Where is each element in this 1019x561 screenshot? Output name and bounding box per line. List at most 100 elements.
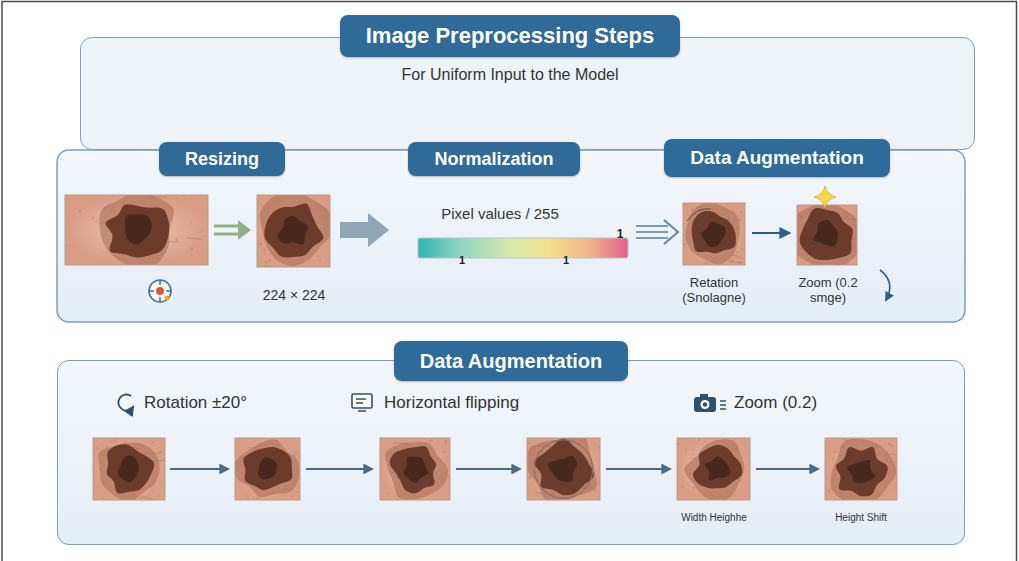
lesion-core [813, 220, 838, 246]
image-border [677, 438, 750, 500]
skin-texture [684, 204, 686, 206]
image-caption: Height Shift [835, 512, 887, 523]
skin-texture [388, 493, 390, 495]
skin-texture [190, 247, 193, 250]
hair [728, 261, 742, 263]
skin-texture [741, 248, 744, 251]
drawing-part [694, 397, 716, 412]
arrow [456, 468, 520, 470]
lesion-halo [99, 195, 173, 265]
augmentation-panel: Data Augmentation [57, 360, 965, 545]
lesion-core [698, 219, 728, 250]
skin-texture [247, 497, 250, 500]
image-border [825, 438, 897, 500]
lesion [238, 442, 297, 494]
image-caption: Zoom (0.2 smge) [786, 276, 870, 306]
skin-texture [832, 458, 835, 461]
monitor-icon [352, 394, 372, 411]
skin-texture [269, 259, 271, 261]
skin-texture [95, 220, 97, 222]
camera-icon [694, 394, 726, 412]
skin-image [235, 438, 300, 500]
lesion [693, 445, 742, 489]
skin-texture [382, 441, 383, 442]
colorbar [418, 238, 628, 258]
image-border [683, 203, 745, 265]
skin-texture [319, 259, 321, 261]
skin-texture [94, 483, 95, 484]
skin-image [527, 438, 600, 500]
drawing-part [700, 394, 708, 398]
lesion [684, 207, 743, 264]
lesion [800, 208, 853, 260]
image-border [797, 205, 857, 265]
skin-image [683, 203, 745, 265]
title-pill: Image Preprocessing Steps [340, 15, 681, 57]
lesion-core [254, 455, 280, 481]
lesion [534, 438, 594, 495]
skin-texture [151, 489, 153, 491]
drawing-part [636, 231, 668, 233]
step-title: Data Augmentation [690, 147, 863, 169]
skin-image [65, 195, 208, 265]
skin-texture [200, 230, 202, 232]
skin-texture [102, 497, 104, 499]
image-border [380, 438, 450, 500]
image-border [65, 195, 208, 265]
skin-image [797, 205, 857, 265]
skin-texture [888, 443, 891, 446]
target-icon [149, 280, 171, 302]
zoom-ring [534, 440, 592, 498]
image-caption: Retation (Snolagne) [672, 276, 756, 306]
lesion-halo [831, 439, 897, 500]
arrow [606, 468, 670, 470]
skin-texture [691, 208, 694, 211]
title-panel: Image Preprocessing StepsFor Uniform Inp… [80, 37, 975, 150]
skin-texture [297, 491, 299, 493]
skin-texture [698, 439, 700, 441]
lesion-halo [684, 439, 744, 500]
skin-texture [91, 216, 94, 219]
scale-value: 1 [459, 254, 465, 266]
skin-texture [594, 445, 596, 447]
lesion-core [117, 455, 138, 482]
skin-texture [883, 494, 884, 495]
skin-texture [184, 197, 185, 198]
skin-texture [295, 452, 297, 454]
skin-texture [429, 438, 432, 441]
drawing-part [720, 401, 726, 409]
lesion [836, 447, 888, 496]
subtitle: For Uniform Input to the Model [402, 66, 619, 84]
scale-value: 1 [563, 254, 569, 266]
skin-texture [528, 476, 531, 479]
skin-texture [681, 486, 684, 489]
triple-arrow [636, 220, 678, 244]
image-border [257, 195, 330, 267]
skin-texture [263, 248, 266, 251]
double-arrow [214, 220, 251, 240]
skin-image [93, 438, 165, 500]
rotate-icon [118, 395, 133, 411]
arrow [170, 468, 228, 470]
lesion-core [404, 457, 429, 483]
skin-texture [685, 450, 687, 452]
drawing-part [214, 225, 242, 228]
image-border [93, 438, 165, 500]
skin-texture [446, 459, 448, 461]
skin-texture [740, 211, 743, 214]
drawing-part [352, 394, 372, 408]
curved-arrow [880, 270, 890, 300]
skin-texture [704, 261, 707, 264]
technique-label: Zoom (0.2) [734, 393, 817, 413]
skin-texture [444, 440, 447, 443]
formula-label: Pixel values / 255 [441, 205, 559, 222]
skin-texture [828, 490, 830, 492]
arrow [306, 468, 372, 470]
skin-texture [244, 498, 245, 499]
drawing-part [701, 400, 710, 409]
arrow [756, 468, 818, 470]
lesion-core [847, 460, 875, 483]
